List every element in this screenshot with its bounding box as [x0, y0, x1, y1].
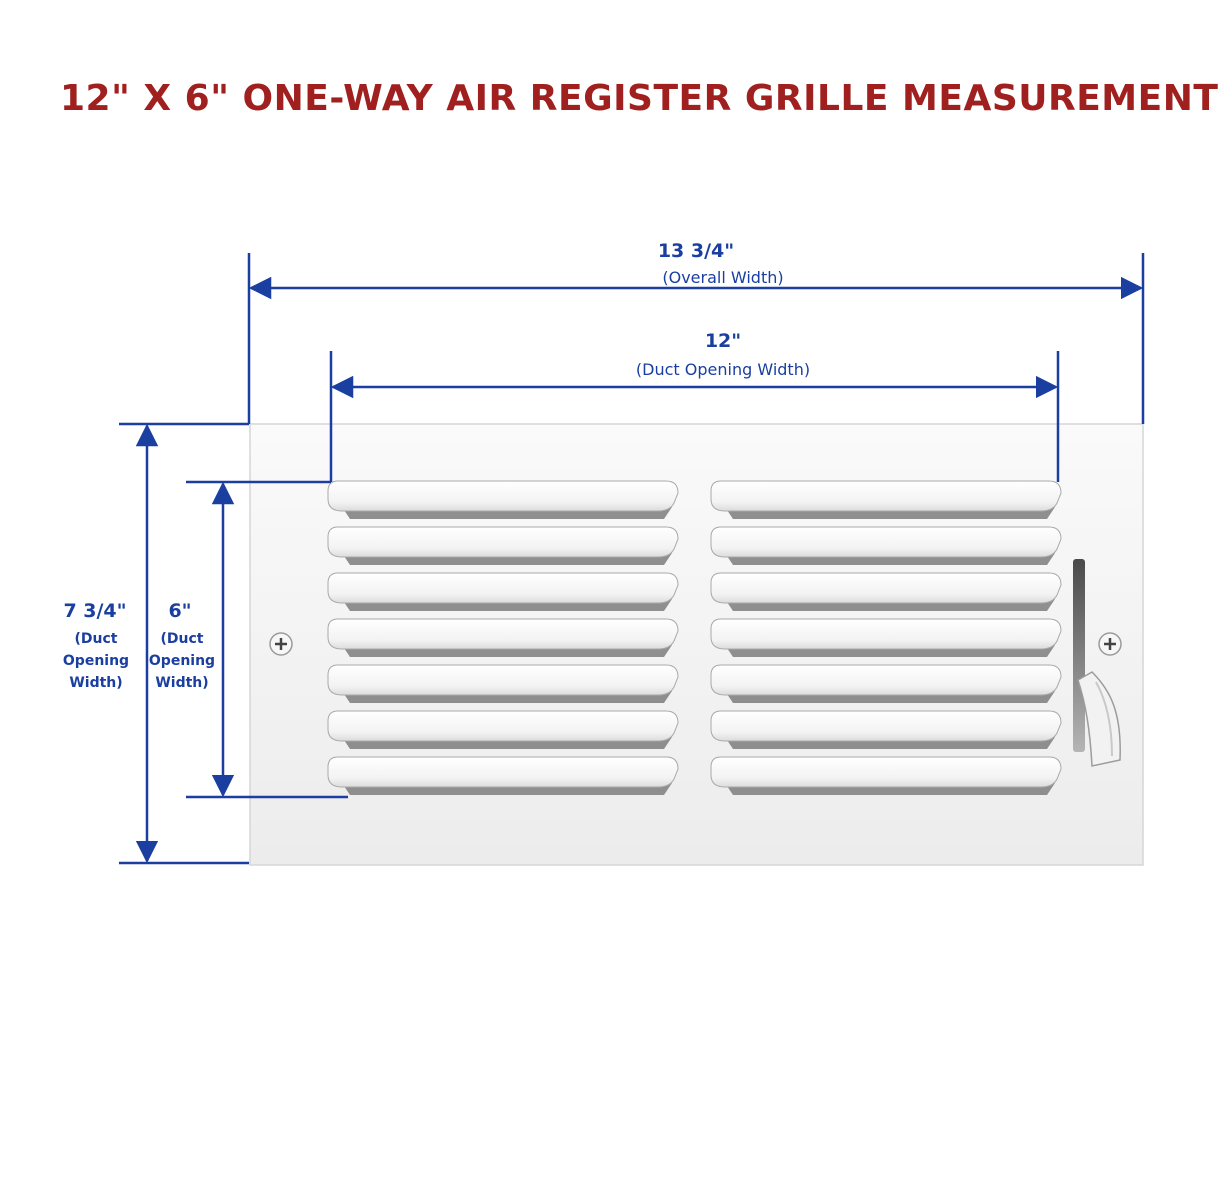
- louver-blade: [327, 526, 679, 565]
- louver-blade: [327, 710, 679, 749]
- louver-blade: [327, 572, 679, 611]
- louver-blade: [710, 710, 1062, 749]
- overall-width-value: 13 3/4": [658, 240, 734, 262]
- duct-height-label-line: Opening: [149, 653, 215, 669]
- screw-icon: [269, 632, 293, 656]
- louver-blade: [710, 618, 1062, 657]
- overall-width-label: (Overall Width): [662, 268, 783, 287]
- louver-blade: [710, 480, 1062, 519]
- louver-blade: [710, 664, 1062, 703]
- duct-width-value: 12": [705, 330, 741, 352]
- overall-height-label-line: Opening: [63, 653, 129, 669]
- louver-blade: [710, 756, 1062, 795]
- damper-lever-icon: [1073, 559, 1121, 767]
- overall-width-dimension: 13 3/4" (Overall Width): [247, 240, 1145, 424]
- louver-group: [327, 480, 1062, 795]
- duct-width-label: (Duct Opening Width): [636, 360, 810, 379]
- louver-blade: [327, 756, 679, 795]
- duct-width-dimension: 12" (Duct Opening Width): [329, 330, 1060, 482]
- overall-height-label-line: (Duct: [75, 631, 118, 647]
- duct-height-value: 6": [168, 600, 191, 622]
- louver-blade: [327, 618, 679, 657]
- screw-icon: [1098, 632, 1122, 656]
- louver-blade: [327, 480, 679, 519]
- overall-height-label-line: Width): [69, 675, 122, 691]
- louver-blade: [327, 664, 679, 703]
- overall-height-dimension: 7 3/4" (Duct Opening Width): [63, 422, 249, 865]
- louver-blade: [710, 526, 1062, 565]
- overall-height-value: 7 3/4": [63, 600, 126, 622]
- duct-height-dimension: 6" (Duct Opening Width): [149, 480, 348, 799]
- louver-blade: [710, 572, 1062, 611]
- page-title: 12" X 6" ONE-WAY AIR REGISTER GRILLE MEA…: [60, 78, 1218, 119]
- duct-height-label-line: (Duct: [161, 631, 204, 647]
- duct-height-label-line: Width): [155, 675, 208, 691]
